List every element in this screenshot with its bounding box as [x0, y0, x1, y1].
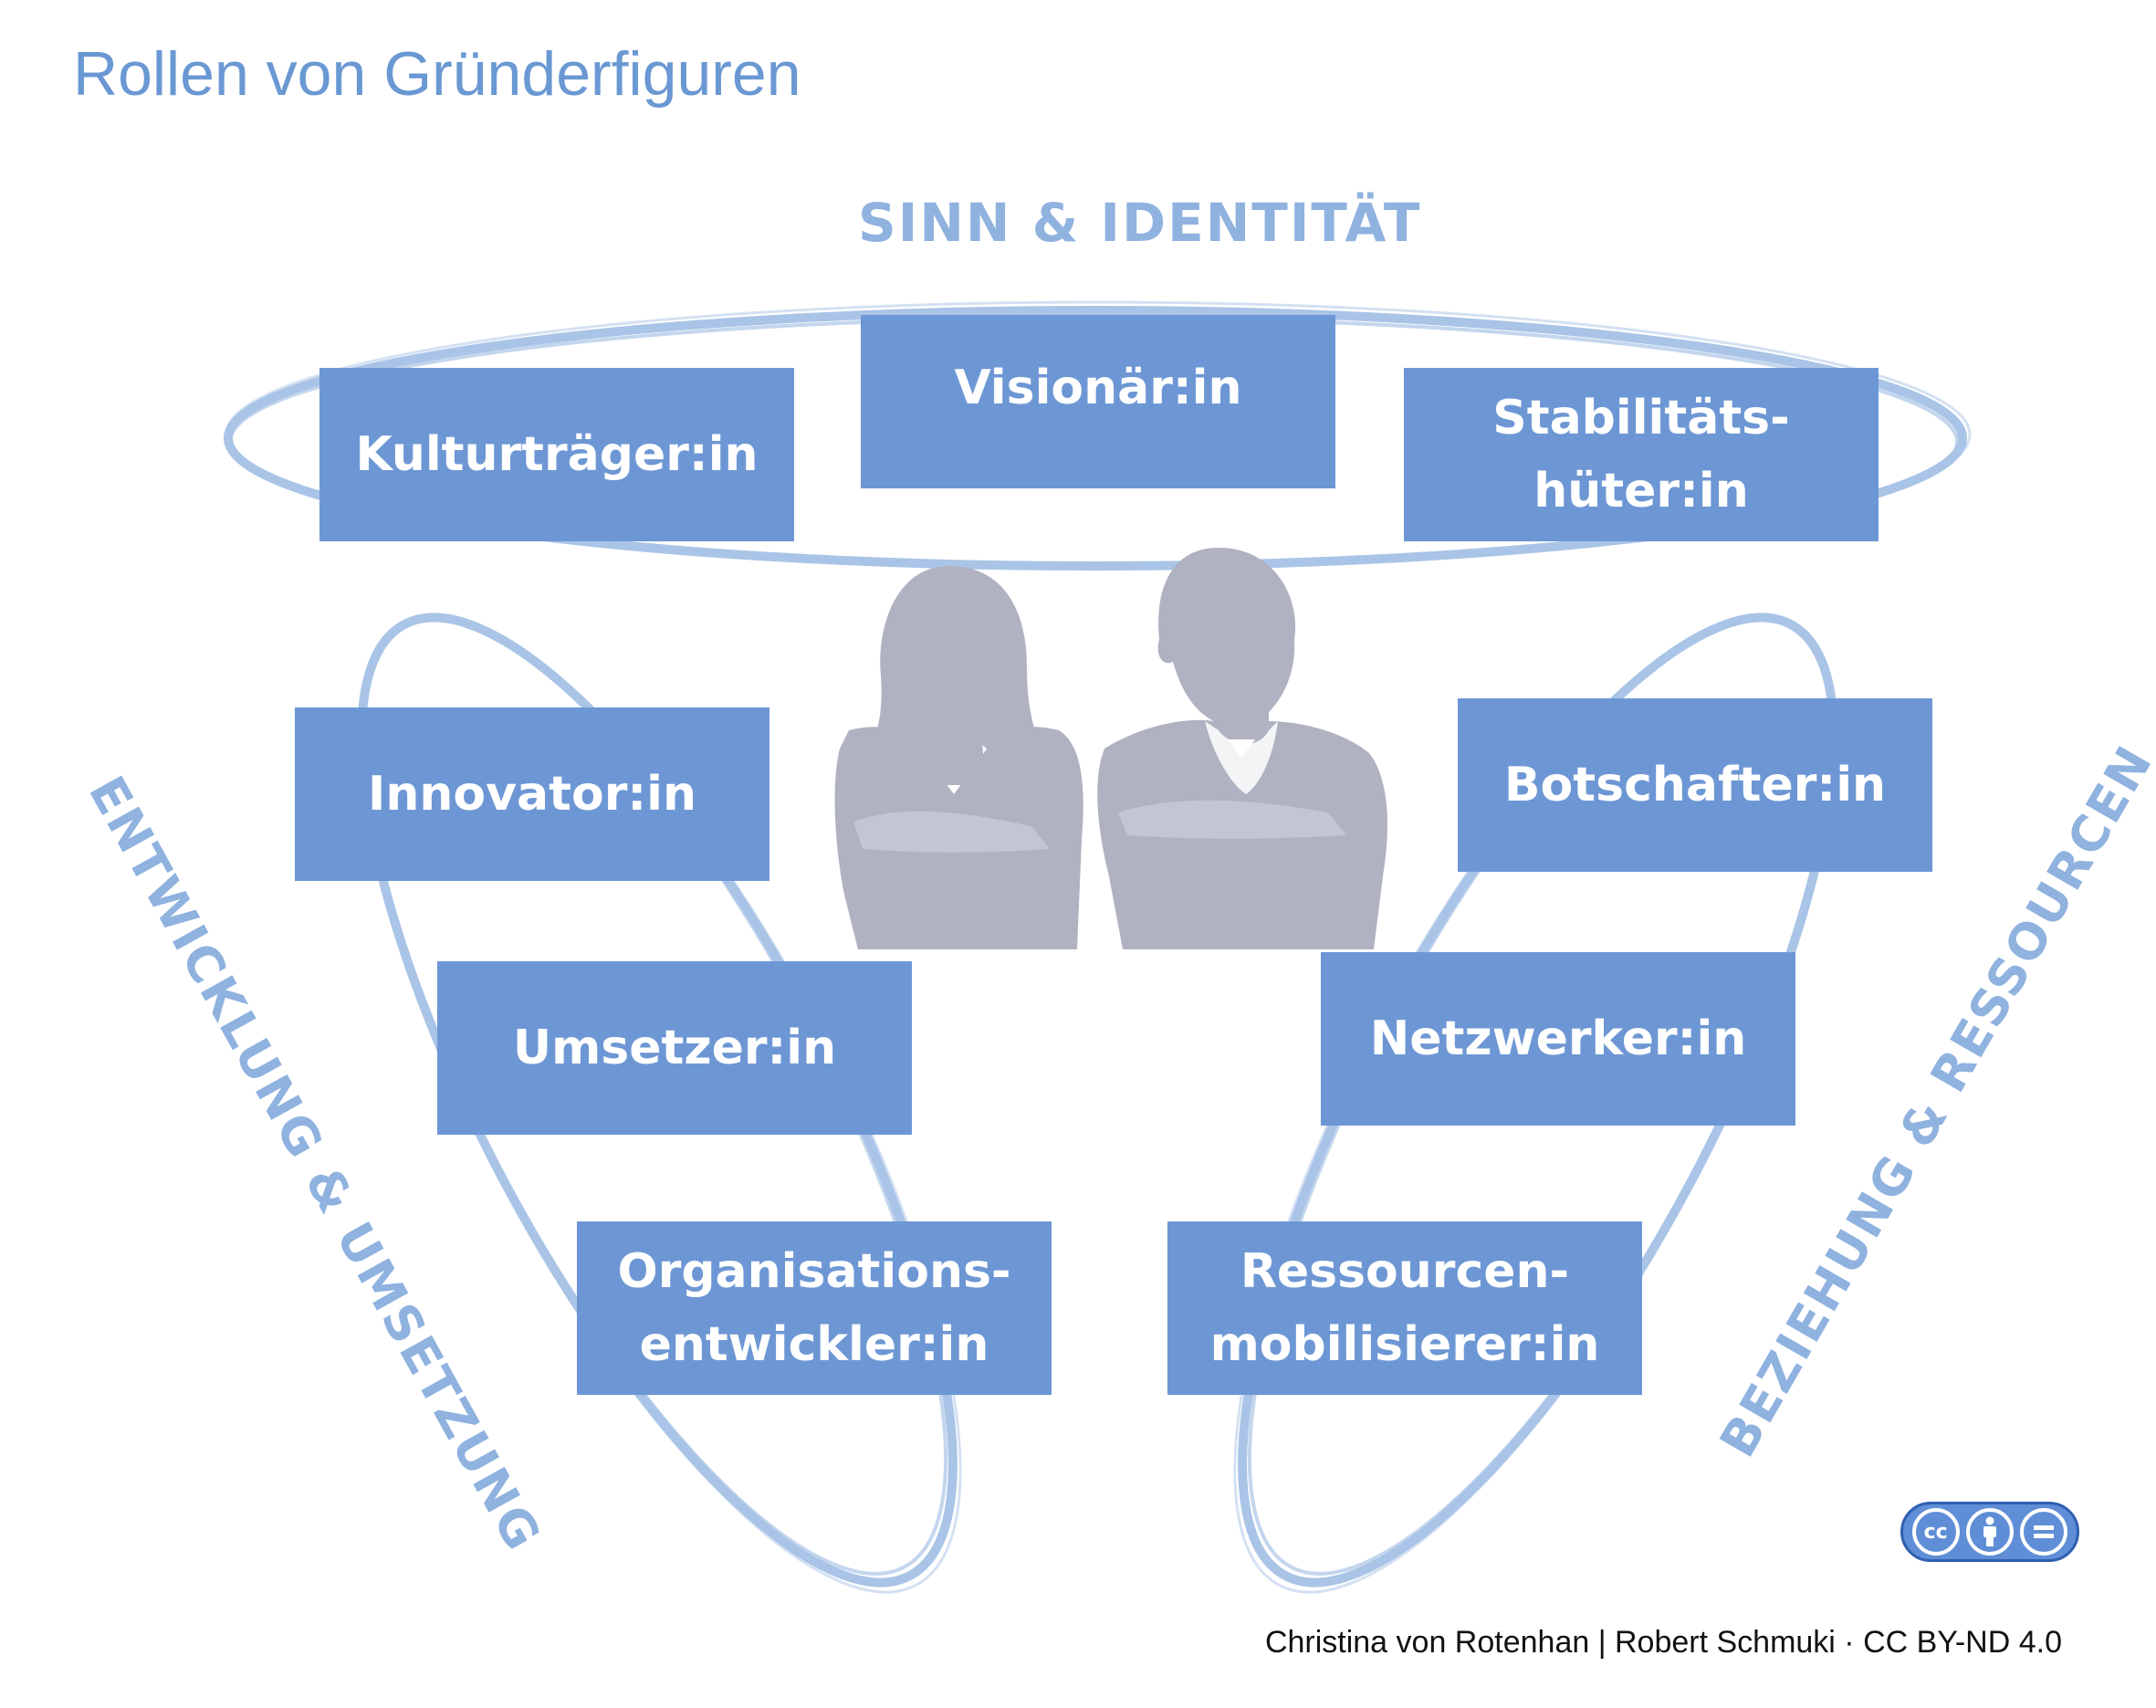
equals-icon — [2034, 1525, 2055, 1538]
role-box-kulturtraeger: Kulturträger:in — [319, 368, 794, 541]
role-box-innovator: Innovator:in — [295, 707, 769, 881]
cc-icon: cc — [1911, 1508, 1960, 1556]
role-box-visionaer: Visionär:in — [861, 315, 1335, 488]
role-box-stabilitaetshueter: Stabilitäts- hüter:in — [1404, 368, 1879, 541]
role-box-botschafter: Botschafter:in — [1458, 698, 1932, 872]
person-icon — [1983, 1516, 1996, 1546]
cc-icon-text: cc — [1923, 1520, 1948, 1544]
woman-silhouette-icon — [834, 566, 1083, 949]
role-box-umsetzer: Umsetzer:in — [437, 961, 912, 1135]
woman-arms — [853, 811, 1050, 853]
man-shirt — [1205, 721, 1278, 794]
role-box-ressourcenmobilisierer: Ressourcen- mobilisierer:in — [1167, 1221, 1642, 1395]
by-icon — [1965, 1508, 2014, 1556]
group-label-top: SINN & IDENTITÄT — [858, 192, 1422, 254]
cc-license-badge: cc — [1900, 1502, 2079, 1562]
man-arms — [1118, 800, 1346, 839]
page-title: Rollen von Gründerfiguren — [73, 39, 801, 109]
role-box-netzwerker: Netzwerker:in — [1321, 952, 1795, 1126]
role-box-organisationsentwickler: Organisations- entwickler:in — [577, 1221, 1052, 1395]
nd-icon — [2020, 1508, 2068, 1556]
credit-line: Christina von Rotenhan | Robert Schmuki … — [1264, 1625, 2062, 1660]
